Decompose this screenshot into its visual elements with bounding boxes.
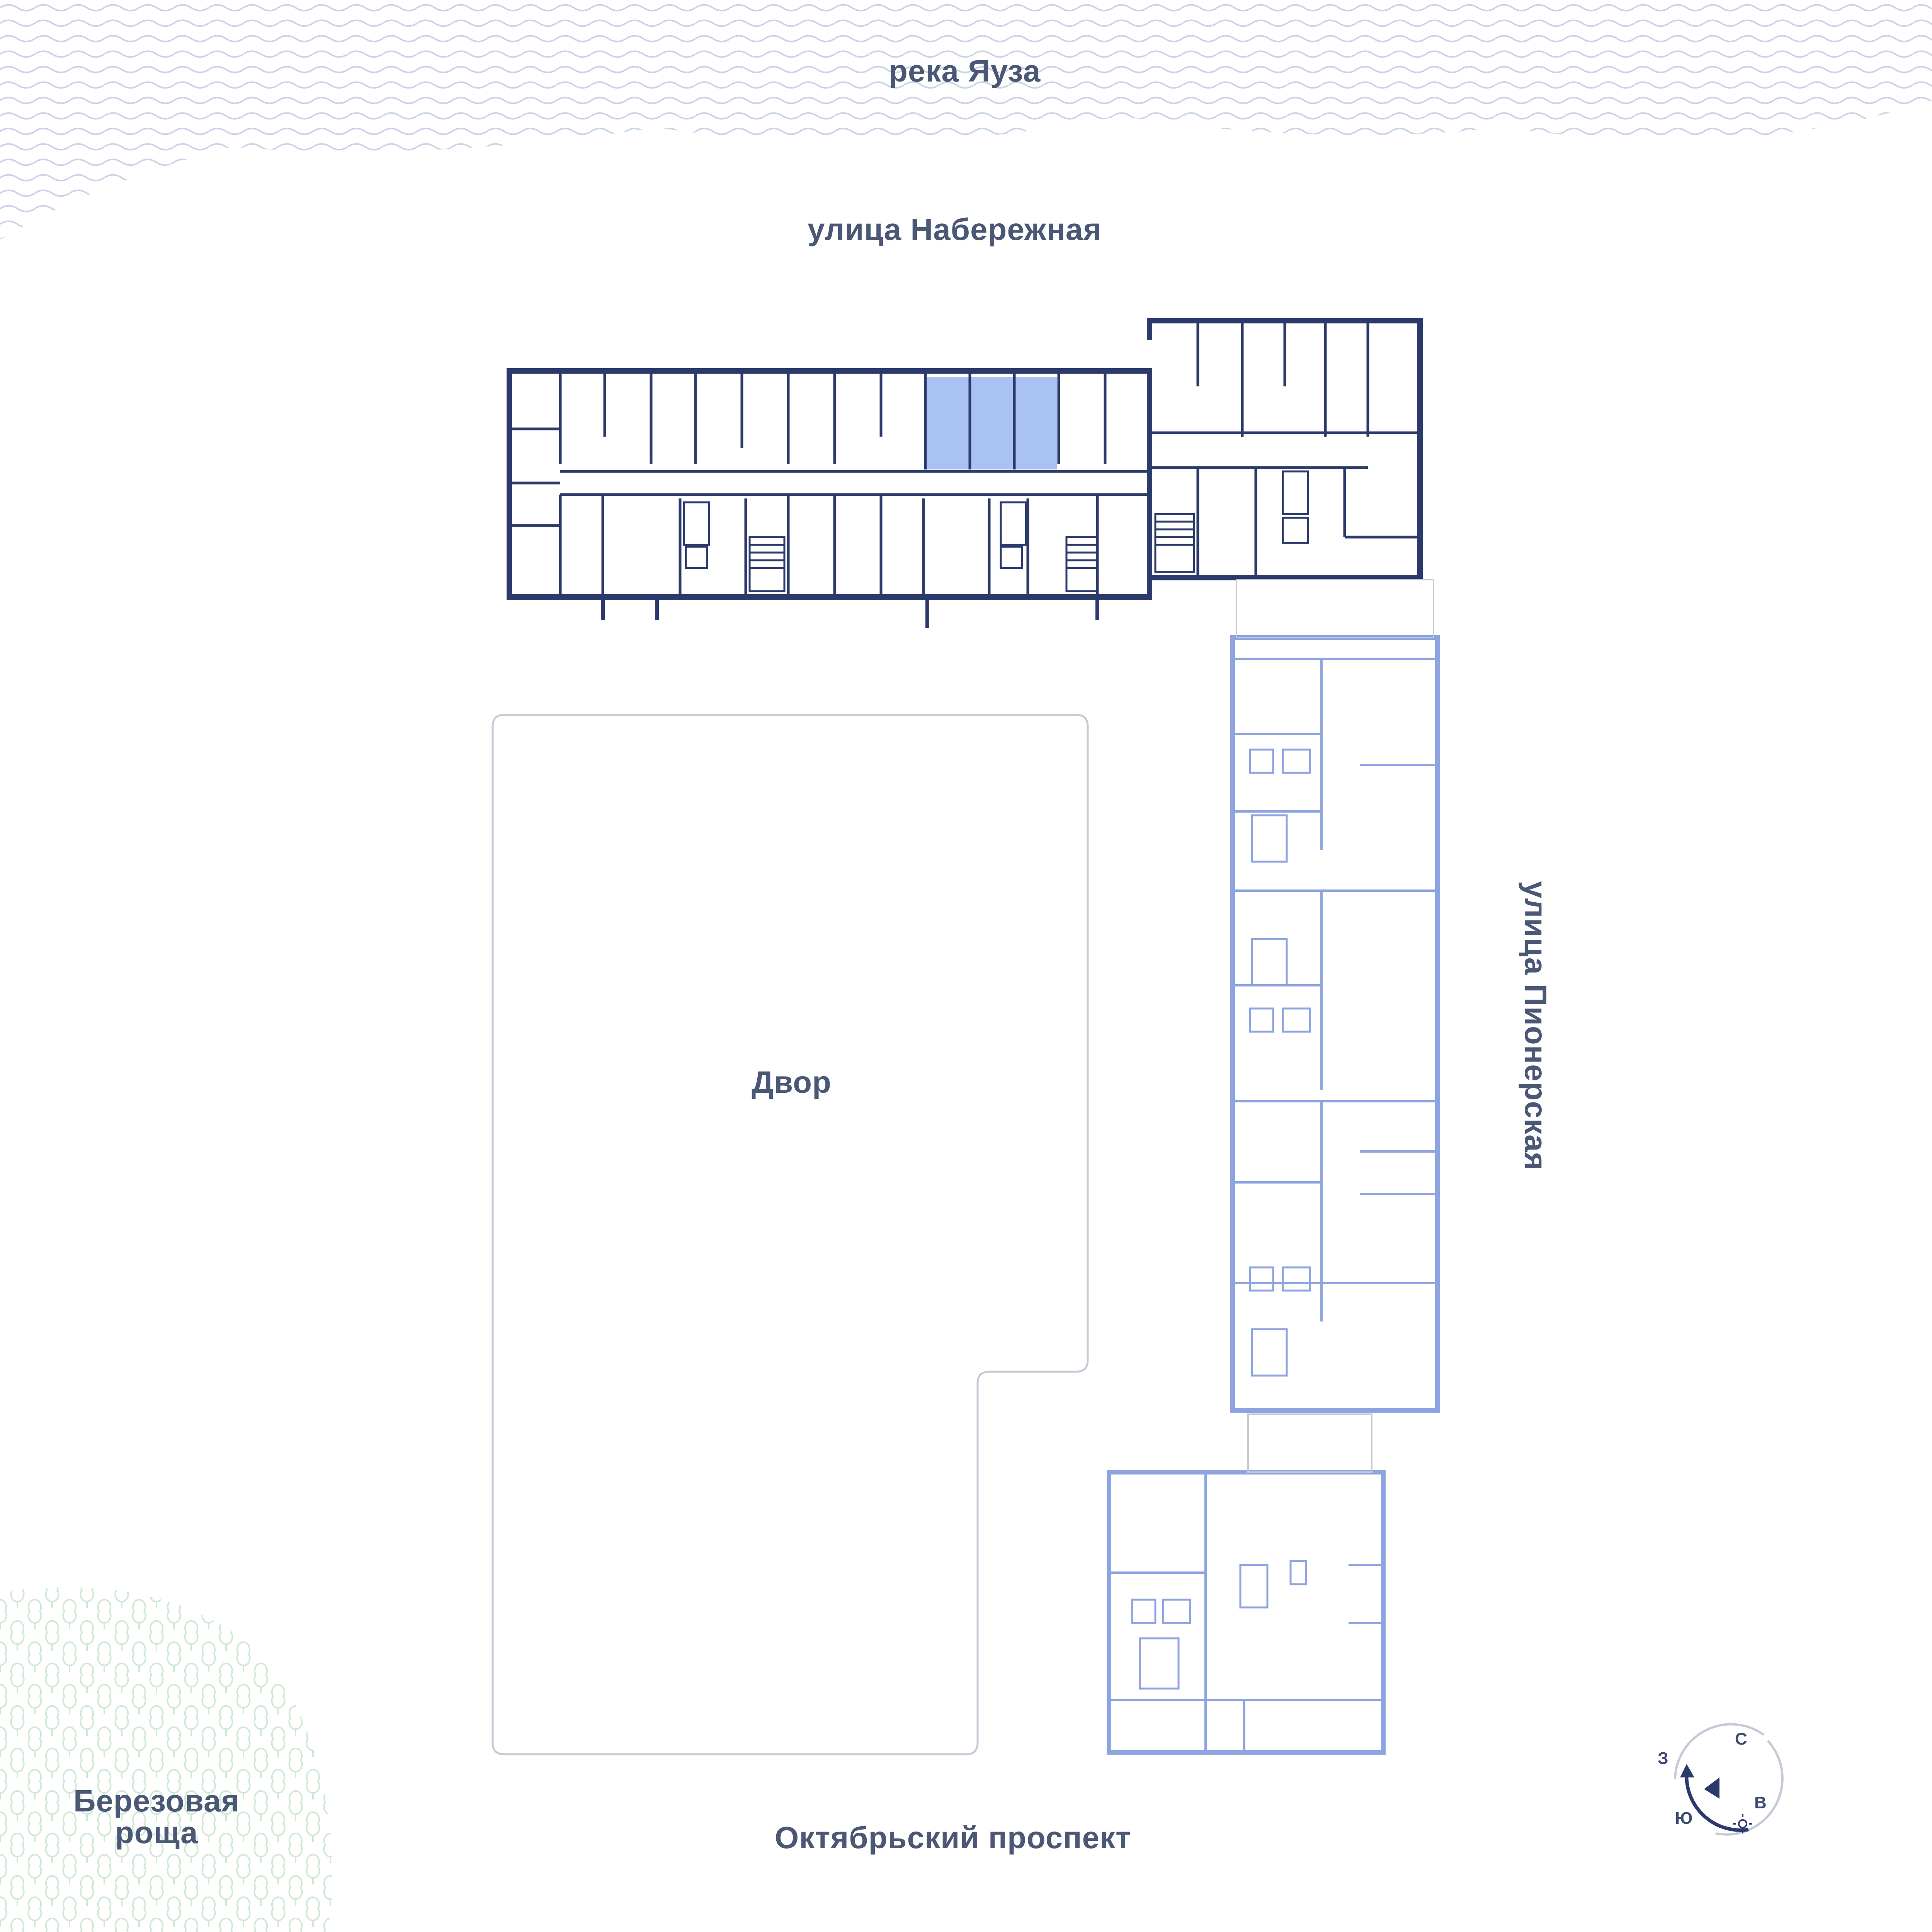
courtyard-outline [492, 714, 1089, 1755]
grove-label-line2: роща [115, 1815, 198, 1850]
building-north [507, 318, 1423, 628]
north-pointer-icon [1704, 1777, 1719, 1799]
street-north-label: улица Набережная [808, 212, 1102, 247]
sun-icon [1733, 1814, 1752, 1833]
courtyard-label: Двор [752, 1065, 832, 1099]
river-area [0, 0, 1932, 240]
compass-east: В [1754, 1793, 1767, 1812]
compass-arrow-icon [1685, 1773, 1749, 1832]
compass-south: Ю [1675, 1809, 1692, 1828]
river-label: река Яуза [889, 54, 1041, 88]
compass-west: З [1658, 1749, 1668, 1768]
building-east [1230, 579, 1440, 1413]
compass: С В Ю З [1658, 1723, 1784, 1836]
compass-north: С [1735, 1730, 1747, 1748]
grove-label: Березовая роща [73, 1785, 240, 1849]
selected-apartment[interactable] [925, 377, 1057, 469]
grove-label-line1: Березовая [73, 1784, 240, 1818]
street-south-label: Октябрьский проспект [775, 1820, 1131, 1855]
street-east-label: улица Пионерская [1519, 881, 1553, 1171]
building-southeast [1107, 1413, 1386, 1755]
grove-area [0, 1587, 332, 1932]
